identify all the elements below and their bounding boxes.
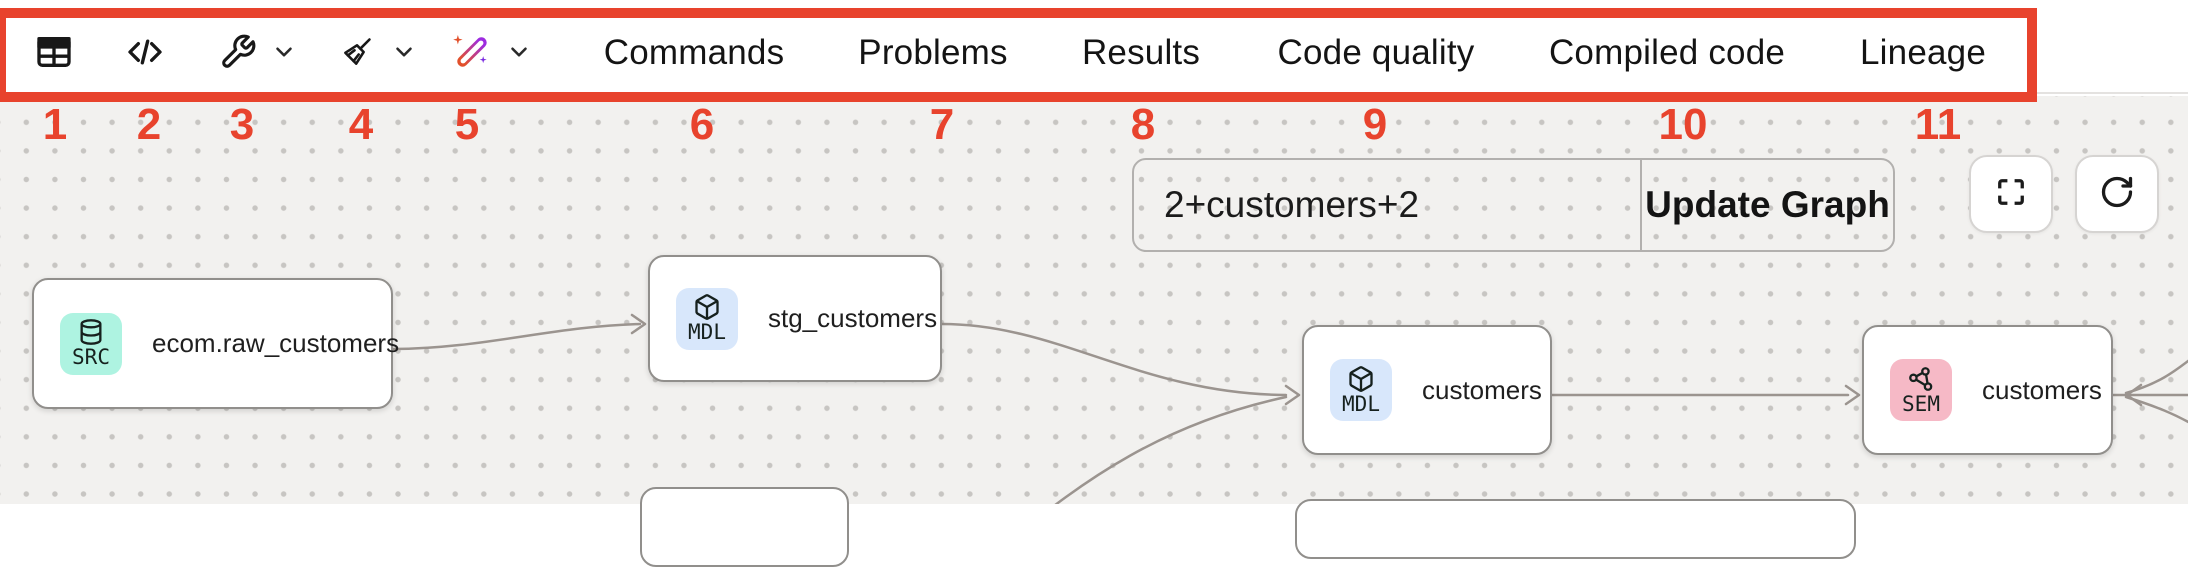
semantic-badge: SEM	[1890, 359, 1952, 421]
chevron-down-icon	[271, 39, 297, 65]
chevron-down-icon	[391, 39, 417, 65]
annotation-number-6: 6	[689, 100, 715, 149]
model-badge: MDL	[676, 287, 738, 350]
fullscreen-button[interactable]	[1969, 155, 2053, 233]
header-divider	[2037, 92, 2188, 94]
refresh-icon	[2099, 174, 2135, 215]
lineage-node-partial-left[interactable]	[640, 487, 849, 567]
update-graph-button[interactable]: Update Graph	[1640, 160, 1893, 250]
code-icon	[125, 32, 165, 72]
table-icon	[34, 32, 74, 72]
node-title: stg_customers	[768, 303, 938, 333]
tab-code-quality[interactable]: Code quality	[1277, 33, 1475, 72]
table-button[interactable]	[34, 30, 74, 74]
tab-commands[interactable]: Commands	[603, 33, 785, 72]
annotation-number-2: 2	[136, 100, 162, 149]
lineage-node-ecom-raw-customers[interactable]: SRC ecom.raw_customers	[32, 278, 399, 409]
node-title: ecom.raw_customers	[152, 328, 400, 358]
annotation-number-1: 1	[42, 100, 68, 149]
annotation-number-3: 3	[229, 100, 255, 149]
magic-wand-dropdown-button[interactable]	[452, 30, 532, 74]
tab-lineage[interactable]: Lineage	[1860, 33, 1986, 72]
node-title: customers	[1422, 374, 1542, 405]
tab-compiled-code[interactable]: Compiled code	[1548, 33, 1786, 72]
lineage-node-customers-model[interactable]: MDL customers	[1302, 325, 1552, 455]
annotation-number-5: 5	[454, 100, 480, 149]
source-badge: SRC	[60, 312, 122, 375]
annotation-number-8: 8	[1130, 100, 1156, 149]
broom-icon	[337, 32, 377, 72]
badge-label: SEM	[1902, 391, 1940, 416]
chevron-down-icon	[506, 39, 532, 65]
annotation-number-11: 11	[1914, 100, 1962, 149]
cube-icon	[695, 294, 719, 320]
annotation-number-10: 10	[1658, 100, 1708, 149]
tab-problems[interactable]: Problems	[858, 33, 1008, 72]
annotation-number-7: 7	[929, 100, 955, 149]
code-button[interactable]	[125, 30, 165, 74]
annotation-number-4: 4	[348, 100, 374, 149]
database-icon	[80, 319, 102, 345]
node-title: customers	[1982, 374, 2102, 405]
badge-label: MDL	[1342, 391, 1380, 416]
badge-label: MDL	[688, 320, 726, 344]
magic-wand-icon	[452, 32, 492, 72]
wrench-icon	[219, 33, 257, 71]
lineage-node-partial-right[interactable]	[1295, 499, 1856, 559]
badge-label: SRC	[72, 345, 110, 369]
model-badge: MDL	[1330, 359, 1392, 421]
fullscreen-icon	[1993, 174, 2029, 215]
broom-dropdown-button[interactable]	[337, 30, 417, 74]
graph-filter-input[interactable]	[1134, 160, 1640, 250]
tab-results[interactable]: Results	[1081, 33, 1201, 72]
graph-filter-bar: Update Graph	[1132, 158, 1895, 252]
refresh-button[interactable]	[2075, 155, 2159, 233]
lineage-node-customers-semantic[interactable]: SEM customers	[1862, 325, 2113, 455]
annotation-number-9: 9	[1362, 100, 1388, 149]
semantic-graph-icon	[1909, 366, 1933, 391]
lineage-node-stg-customers[interactable]: MDL stg_customers	[648, 255, 942, 382]
wrench-dropdown-button[interactable]	[219, 30, 297, 74]
cube-icon	[1349, 365, 1373, 392]
